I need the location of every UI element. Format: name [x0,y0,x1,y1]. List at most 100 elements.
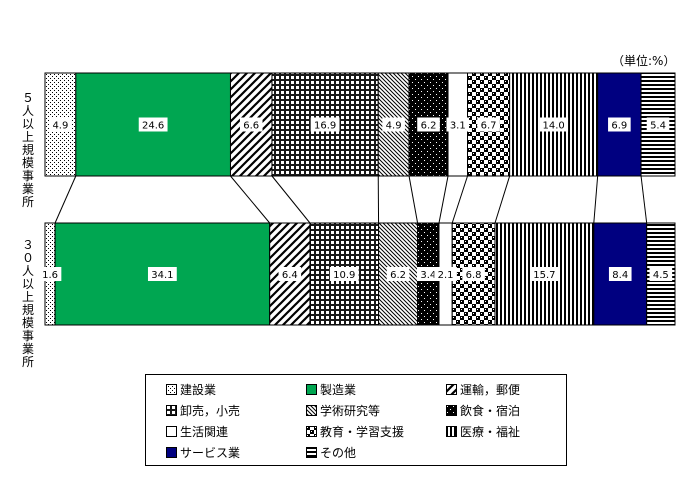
legend-label: 教育・学習支援 [320,424,405,439]
data-label: 2.1 [438,270,454,281]
legend-item: 建設業 [166,381,216,397]
connector-line [54,175,77,224]
bar-segments [44,72,676,326]
legend-swatch [166,446,177,458]
legend-swatch [166,404,177,416]
data-label: 24.6 [142,121,164,132]
data-label: 3.1 [450,121,466,132]
connector-line [230,175,271,224]
legend-label: 製造業 [320,382,357,397]
connector-line [640,175,648,224]
legend-swatch-fill [306,404,317,416]
legend-swatch-fill [446,404,457,416]
data-label-bg [416,267,440,281]
legend: 建設業 製造業 運輸，郵便卸売，小売 学術研究等 飲食・宿泊生活関連 教育・学習支援 医療・… [145,374,567,466]
legend-swatch [306,383,317,395]
legend-swatch [306,446,317,458]
connector-lines [54,175,648,224]
data-label: 4.5 [653,270,669,281]
legend-item: 生活関連 [166,423,228,439]
data-label-bg [477,117,500,132]
connector-line [451,175,468,224]
data-label-bg [38,267,62,281]
unit-label: （単位:%） [612,54,676,68]
data-label: 6.2 [390,270,406,281]
legend-item: 製造業 [306,381,356,397]
legend-label: 卸売，小売 [180,403,241,418]
legend-item: 飲食・宿泊 [446,402,520,418]
legend-label: その他 [320,445,357,460]
legend-swatch-fill [306,446,317,458]
legend-item: 教育・学習支援 [306,423,404,439]
data-label: 6.9 [611,121,627,132]
data-label: 4.9 [52,121,68,132]
legend-label: 運輸，郵便 [460,382,521,397]
legend-swatch [446,404,457,416]
data-label-bg [434,267,457,281]
data-label: 5.4 [650,121,666,132]
data-label-bg [310,117,340,132]
legend-label: サービス業 [180,445,241,460]
data-label: 4.9 [386,121,402,132]
data-label-bg [649,267,673,281]
legend-swatch-fill [166,446,177,458]
legend-swatch-fill [166,404,177,416]
legend-item: 運輸，郵便 [446,381,520,397]
connector-line [494,175,511,224]
data-label-bg [386,267,410,281]
legend-swatch-fill [166,425,177,437]
legend-item: 学術研究等 [306,402,380,418]
legend-item: サービス業 [166,444,240,460]
legend-label: 医療・福祉 [460,424,521,439]
data-label-bg [49,117,72,132]
legend-swatch-fill [306,425,317,437]
legend-swatch [306,425,317,437]
data-label: 6.2 [421,121,437,132]
data-label-bg [462,267,485,281]
data-label: 16.9 [314,121,336,132]
legend-item: 卸売，小売 [166,402,240,418]
data-label-bg [382,117,405,132]
row-label-5plus: ５人以上規模事業所 [21,91,34,209]
data-label: 3.4 [420,270,436,281]
data-label-bg [329,267,359,281]
legend-label: 飲食・宿泊 [460,403,521,418]
legend-swatch-fill [166,383,177,395]
data-label: 15.7 [533,270,555,281]
data-label: 14.0 [543,121,565,132]
data-label: 6.7 [481,121,497,132]
data-label-bg [608,117,631,132]
data-label: 6.4 [282,270,298,281]
legend-swatch-fill [446,425,457,437]
legend-item: その他 [306,444,356,460]
legend-swatch [166,425,177,437]
legend-swatch [446,383,457,395]
data-label-bg [446,117,470,132]
data-label-bg [608,267,632,281]
legend-swatch [446,425,457,437]
legend-label: 建設業 [180,382,217,397]
connector-line [438,175,449,224]
data-label: 1.6 [42,270,58,281]
data-label: 10.9 [333,270,355,281]
legend-swatch [306,404,317,416]
legend-item: 医療・福祉 [446,423,520,439]
legend-swatch-fill [306,383,317,395]
connector-line [271,175,311,224]
data-label-bg [417,117,440,132]
data-label-bg [147,267,177,281]
data-label-bg [539,117,569,132]
connector-line [593,175,599,224]
legend-swatch [166,383,177,395]
data-label: 6.8 [466,270,482,281]
row-label-30plus: ３０人以上規模事業所 [21,238,34,369]
connector-line [408,175,419,224]
legend-swatch-fill [446,383,457,395]
data-label-bg [239,117,263,132]
legend-label: 学術研究等 [320,403,381,418]
legend-label: 生活関連 [180,424,229,439]
data-label: 34.1 [151,270,173,281]
data-label-bg [138,117,168,132]
